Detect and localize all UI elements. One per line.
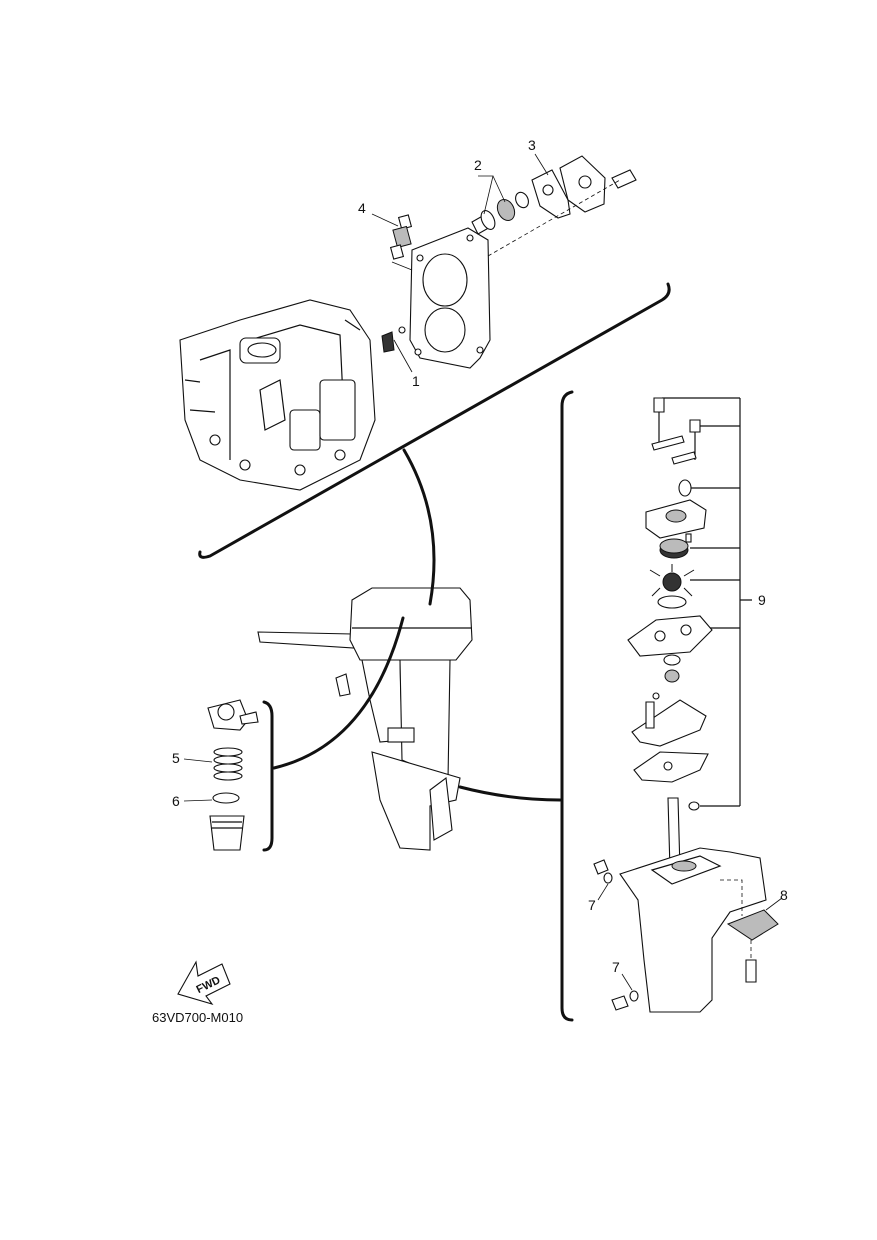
leader-curve-powerhead xyxy=(402,448,436,606)
callout-5: 5 xyxy=(172,750,180,766)
impeller xyxy=(649,564,695,597)
cylinder-head-cover xyxy=(409,227,491,369)
cylinder-block xyxy=(179,299,376,491)
part-7-upper-drain-screw xyxy=(593,859,613,901)
callout-4: 4 xyxy=(358,200,366,216)
powerhead-bracket xyxy=(198,282,671,559)
part-6-o-ring xyxy=(183,792,240,804)
part-1-clip xyxy=(381,326,413,373)
leader-curve-water-pump xyxy=(458,785,562,802)
callout-6: 6 xyxy=(172,793,180,809)
fuel-filter-group xyxy=(183,699,274,852)
outboard-motor xyxy=(257,587,473,851)
fwd-arrow: FWD xyxy=(177,960,231,1005)
callout-8: 8 xyxy=(780,887,788,903)
fuel-filter-bracket xyxy=(262,700,274,852)
callout-2: 2 xyxy=(474,157,482,173)
part-3-gasket xyxy=(531,153,571,219)
part-8-anode xyxy=(726,897,783,983)
powerhead-group xyxy=(179,153,671,559)
lower-gearcase xyxy=(619,847,767,1013)
water-pump-bracket xyxy=(560,390,574,1022)
callout-7-upper: 7 xyxy=(588,897,596,913)
part-4-spark-plug xyxy=(371,213,413,271)
callout-3: 3 xyxy=(528,137,536,153)
thermostat-cover xyxy=(487,155,637,257)
part-7-lower-drain-screw xyxy=(611,973,639,1011)
callout-9: 9 xyxy=(758,592,766,608)
water-pump-group xyxy=(560,390,783,1022)
callout-1: 1 xyxy=(412,373,420,389)
callout-7-lower: 7 xyxy=(612,959,620,975)
figure-code: 63VD700-M010 xyxy=(152,1010,243,1025)
part-2-thermostat xyxy=(471,175,529,235)
leader-curve-fuel-filter xyxy=(272,616,405,770)
part-5-filter-element xyxy=(183,747,243,781)
